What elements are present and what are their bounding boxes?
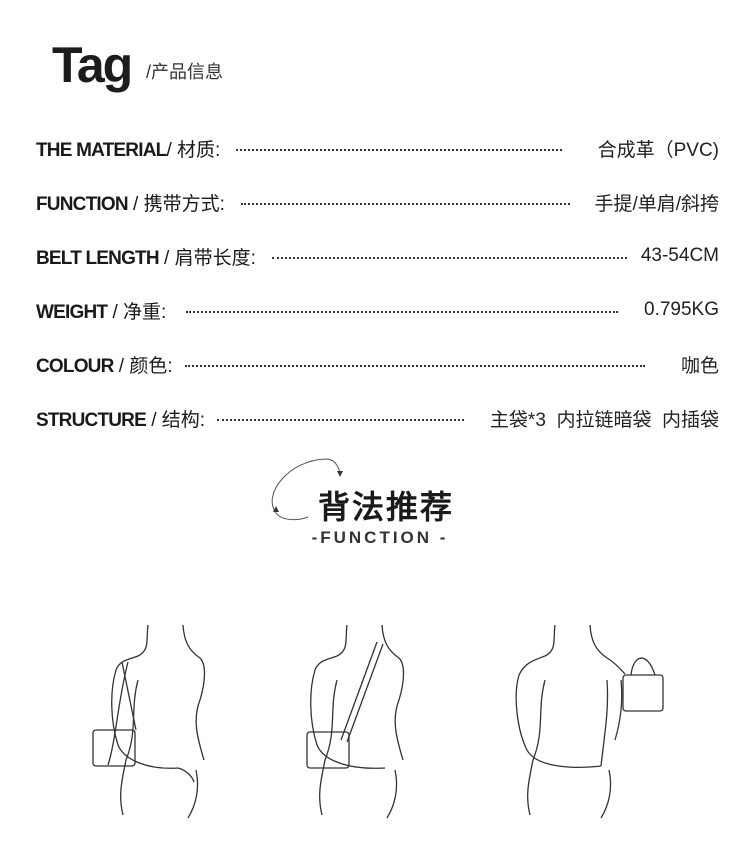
spec-label: THE MATERIAL/ 材质:: [36, 139, 221, 161]
spec-value: 咖色: [680, 355, 719, 377]
spec-row-belt-length: BELT LENGTH / 肩带长度: 43-54CM: [36, 241, 719, 271]
spec-label: FUNCTION / 携带方式:: [36, 193, 225, 215]
spec-value: 0.795KG: [644, 299, 719, 320]
handheld-carry-illustration: [515, 624, 664, 819]
spec-label: WEIGHT / 净重:: [36, 301, 167, 323]
spec-label: BELT LENGTH / 肩带长度:: [36, 247, 256, 269]
crossbody-carry-illustration: [306, 624, 405, 819]
dotted-leader: [217, 419, 464, 421]
dotted-leader: [271, 257, 627, 259]
function-title: 背法推荐: [317, 489, 454, 525]
spec-label: COLOUR / 颜色:: [36, 355, 173, 377]
dotted-leader: [186, 311, 618, 313]
curved-arrow-icon: [271, 458, 343, 521]
spec-value: 手提/单肩/斜挎: [594, 193, 719, 215]
spec-row-colour: COLOUR / 颜色: 咖色: [36, 349, 719, 379]
spec-value: 主袋*3 内拉链暗袋 内插袋: [489, 409, 719, 431]
spec-row-material: THE MATERIAL/ 材质: 合成革（PVC): [36, 133, 719, 163]
spec-value: 43-54CM: [640, 245, 719, 266]
spec-value: 合成革（PVC): [597, 139, 719, 161]
spec-row-structure: STRUCTURE / 结构: 主袋*3 内拉链暗袋 内插袋: [36, 403, 719, 433]
shoulder-carry-illustration: [92, 624, 206, 819]
tag-subtitle: /产品信息: [146, 62, 224, 82]
dotted-leader: [184, 365, 645, 367]
spec-row-weight: WEIGHT / 净重: 0.795KG: [36, 295, 719, 325]
spec-label: STRUCTURE / 结构:: [36, 409, 206, 431]
spec-row-function: FUNCTION / 携带方式: 手提/单肩/斜挎: [36, 187, 719, 217]
dotted-leader: [236, 149, 562, 151]
function-subtitle: -FUNCTION -: [311, 528, 449, 547]
dotted-leader: [240, 203, 571, 205]
tag-title: Tag: [52, 37, 133, 93]
